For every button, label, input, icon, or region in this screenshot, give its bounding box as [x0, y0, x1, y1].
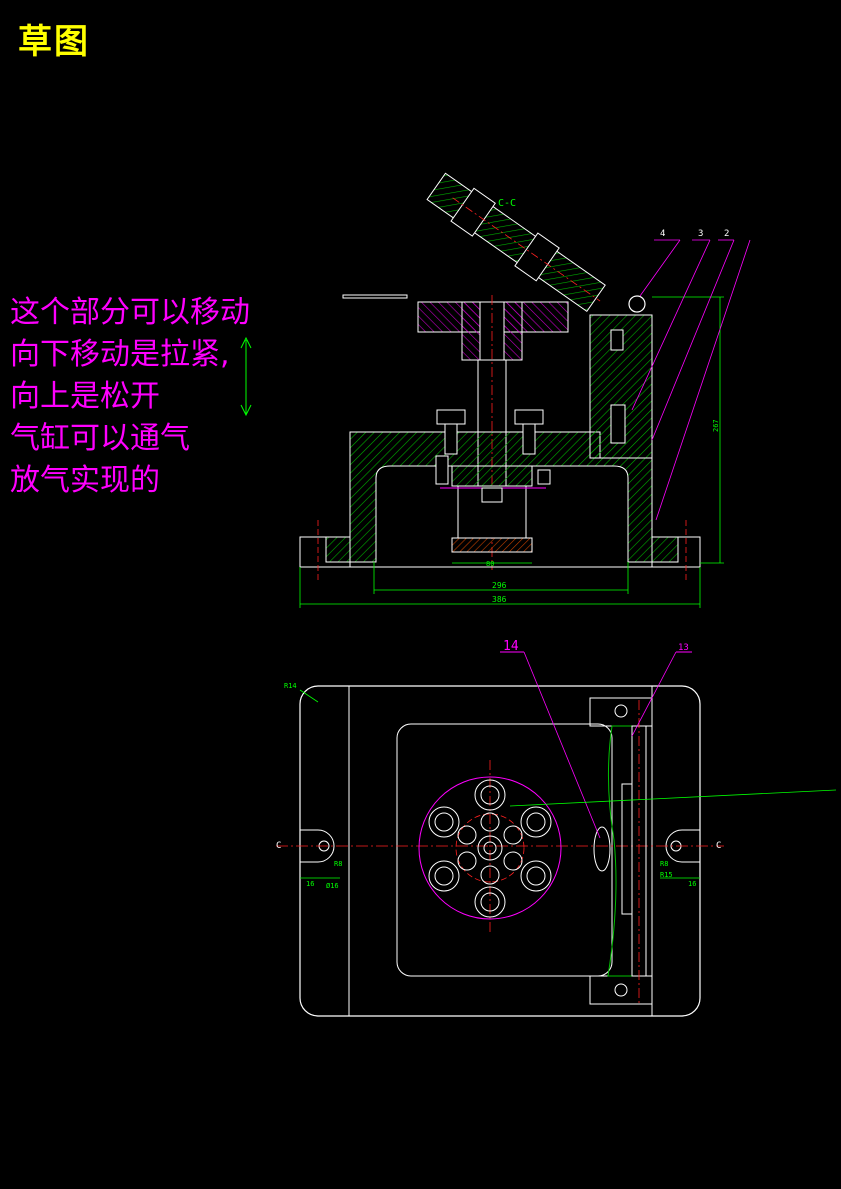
radius-label: R14 — [284, 682, 297, 690]
dim-left-slot: 16 — [306, 880, 314, 888]
section-mark-left: C — [276, 841, 281, 851]
note-line-1: 这个部分可以移动 — [10, 295, 250, 330]
drawing-title: 草图 — [18, 22, 90, 62]
note-line-5: 放气实现的 — [10, 463, 160, 498]
front-section-view: C-C 80 — [299, 172, 751, 608]
dim-overall-width: 386 — [492, 595, 507, 604]
part-number-3: 3 — [698, 229, 703, 239]
bolt-pattern — [428, 779, 552, 918]
part-label-13: 13 — [678, 643, 689, 653]
dim-inner-width: 296 — [492, 581, 507, 590]
dim-right-slot: 16 — [688, 880, 696, 888]
dim-left-r: R8 — [334, 860, 342, 868]
section-mark-right: C — [716, 841, 721, 851]
note-line-4: 气缸可以通气 — [10, 421, 190, 456]
part-number-4: 4 — [660, 229, 665, 239]
part-label-14: 14 — [503, 639, 519, 654]
dim-left-dia: Ø16 — [326, 882, 339, 890]
part-number-2: 2 — [724, 229, 729, 239]
note-line-3: 向上是松开 — [10, 379, 160, 414]
annotation-note: 这个部分可以移动 向下移动是拉紧, 向上是松开 气缸可以通气 放气实现的 — [10, 292, 250, 502]
dim-right-dia: R15 — [660, 871, 673, 879]
plan-view: 14 13 R14 C C 16 16 Ø16 R15 R8 R8 — [276, 639, 837, 1017]
note-line-2: 向下移动是拉紧, — [10, 337, 230, 372]
section-label: C-C — [498, 198, 516, 209]
dim-bore: 80 — [486, 560, 494, 568]
motion-arrow — [240, 336, 252, 417]
dim-height: 267 — [712, 419, 720, 432]
clamp-arm — [426, 172, 606, 313]
dim-right-r: R8 — [660, 860, 668, 868]
